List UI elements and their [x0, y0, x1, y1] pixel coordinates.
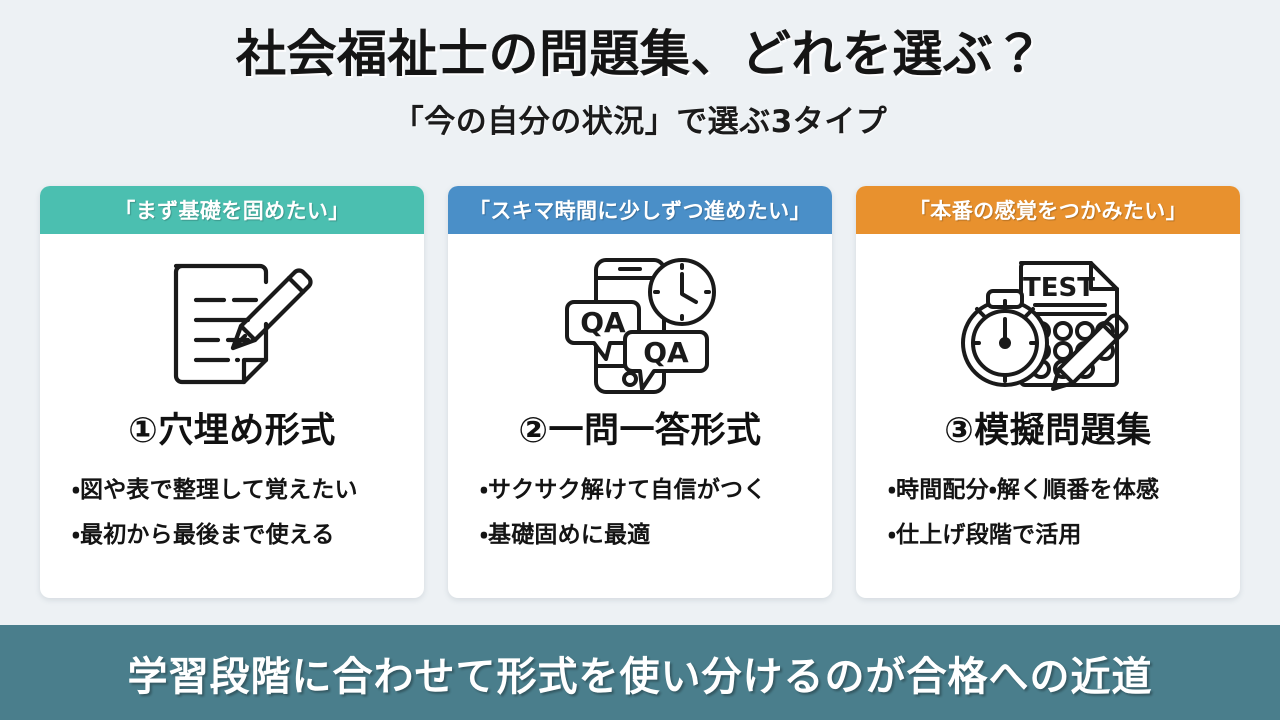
- card-bullets-1: ・図や表で整理して覚えたい ・最初から最後まで使える: [54, 479, 410, 569]
- svg-text:QA: QA: [643, 336, 689, 369]
- card-question-answer[interactable]: 「スキマ時間に少しずつ進めたい」 QA: [448, 186, 832, 598]
- card-title-3: ③模擬問題集: [944, 411, 1152, 451]
- card-fill-in-the-blank[interactable]: 「まず基礎を固めたい」: [40, 186, 424, 598]
- card-body-2: QA QA ②一問一答形式 ・サクサク解けて自信がつく ・基礎固めに最適: [448, 234, 832, 598]
- card-header-label-2: 「スキマ時間に少しずつ進めたい」: [448, 186, 832, 234]
- svg-text:QA: QA: [580, 306, 626, 339]
- card-mock-exam[interactable]: 「本番の感覚をつかみたい」 TEST: [856, 186, 1240, 598]
- bullet-item: ・サクサク解けて自信がつく: [480, 477, 767, 503]
- page-subtitle: 「今の自分の状況」で選ぶ3タイプ: [392, 103, 888, 140]
- card-header-label-3: 「本番の感覚をつかみたい」: [856, 186, 1240, 234]
- stopwatch-test-sheet-icon: TEST: [955, 250, 1141, 400]
- card-title-2: ②一問一答形式: [518, 411, 762, 451]
- card-row: 「まず基礎を固めたい」: [40, 186, 1240, 598]
- banner-text: 学習段階に合わせて形式を使い分けるのが合格への近道: [127, 653, 1153, 700]
- bullet-item: ・仕上げ段階で活用: [888, 522, 1082, 548]
- card-header-label-1: 「まず基礎を固めたい」: [40, 186, 424, 234]
- card-bullets-2: ・サクサク解けて自信がつく ・基礎固めに最適: [462, 479, 818, 569]
- card-bullets-3: ・時間配分・解く順番を体感 ・仕上げ段階で活用: [870, 479, 1226, 569]
- smartphone-qa-clock-icon: QA QA: [554, 250, 726, 400]
- page-header: 社会福祉士の問題集、どれを選ぶ？ 「今の自分の状況」で選ぶ3タイプ: [0, 0, 1280, 141]
- bullet-item: ・図や表で整理して覚えたい: [72, 477, 358, 503]
- bottom-banner: 学習段階に合わせて形式を使い分けるのが合格への近道: [0, 625, 1280, 720]
- bullet-item: ・最初から最後まで使える: [72, 522, 335, 548]
- page-title: 社会福祉士の問題集、どれを選ぶ？: [236, 25, 1044, 83]
- card-body-3: TEST: [856, 234, 1240, 598]
- document-pencil-icon: [148, 250, 316, 400]
- svg-text:TEST: TEST: [1023, 273, 1095, 303]
- bullet-item: ・時間配分・解く順番を体感: [888, 477, 1160, 503]
- card-title-1: ①穴埋め形式: [128, 411, 336, 451]
- bullet-item: ・基礎固めに最適: [480, 522, 651, 548]
- card-body-1: ①穴埋め形式 ・図や表で整理して覚えたい ・最初から最後まで使える: [40, 234, 424, 598]
